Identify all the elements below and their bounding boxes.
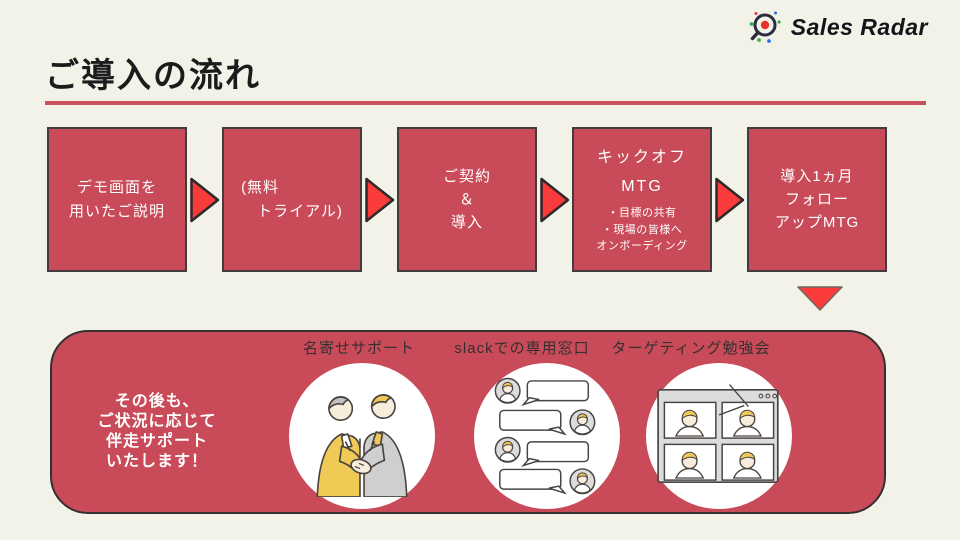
process-steps: デモ画面を 用いたご説明 (無料 トライアル) ご契約 ＆ 導入 キックオフ M… (47, 127, 887, 272)
step-title: キックオフ MTG (596, 149, 687, 196)
feature-label-slack: slackでの専用窓口 (454, 340, 590, 357)
logo: Sales Radar (749, 10, 928, 44)
radar-magnifier-icon (749, 11, 781, 43)
chat-illustration (494, 377, 596, 495)
step-box-demo: デモ画面を 用いたご説明 (47, 127, 187, 272)
feature-circle-name-matching (289, 363, 435, 509)
triangle-right-icon (189, 177, 219, 222)
triangle-right-icon (539, 177, 569, 222)
feature-label-targeting: ターゲティング勉強会 (611, 340, 771, 357)
logo-text: Sales Radar (790, 13, 928, 40)
handshake-illustration (316, 394, 408, 497)
triangle-right-icon (364, 177, 394, 222)
step-box-followup: 導入1ヵ月 フォロー アップMTG (747, 127, 887, 272)
page-title: ご導入の流れ (45, 57, 261, 95)
step-box-kickoff: キックオフ MTG ・目標の共有 ・現場の皆様へ オンボーディング (572, 127, 712, 272)
step-text: (無料 トライアル) (241, 179, 343, 220)
feature-circle-targeting (646, 363, 792, 509)
step-text: 導入1ヵ月 フォロー アップMTG (774, 167, 860, 232)
feature-circle-slack (474, 363, 620, 509)
title-underline (45, 101, 926, 105)
video-call-illustration (657, 384, 779, 484)
step-text: デモ画面を 用いたご説明 (68, 179, 165, 220)
step-box-contract: ご契約 ＆ 導入 (397, 127, 537, 272)
support-message: その後も、 ご状況に応じて 伴走サポート いたします！ (97, 393, 217, 470)
step-sub: ・目標の共有 ・現場の皆様へ オンボーディング (596, 207, 688, 253)
step-text: ご契約 ＆ 導入 (442, 167, 491, 232)
triangle-right-icon (714, 177, 744, 222)
support-panel: その後も、 ご状況に応じて 伴走サポート いたします！ 名寄せサポート slac… (50, 330, 886, 514)
triangle-down-icon (797, 286, 843, 311)
step-box-trial: (無料 トライアル) (222, 127, 362, 272)
feature-label-name-matching: 名寄せサポート (302, 340, 416, 357)
